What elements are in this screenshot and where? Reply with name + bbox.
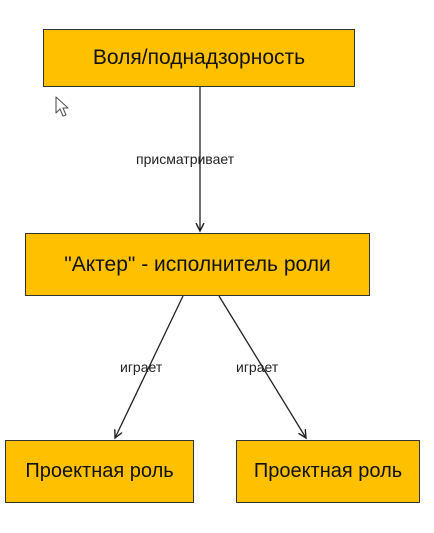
edge-label-prismatrivaet: присматривает	[136, 151, 235, 167]
node-proektnaya-rol-left[interactable]: Проектная роль	[5, 440, 194, 503]
mouse-cursor-icon	[55, 96, 69, 117]
node-proektnaya-rol-right[interactable]: Проектная роль	[236, 440, 420, 503]
edge-label-igraet-right: играет	[236, 359, 279, 375]
edge-label-igraet-left: играет	[120, 359, 163, 375]
node-volya-podnadzornost[interactable]: Воля/поднадзорность	[43, 29, 355, 87]
edge-middle-to-left	[115, 295, 184, 438]
node-label: Проектная роль	[253, 460, 403, 482]
node-label: Воля/поднадзорность	[92, 46, 306, 69]
node-akter-ispolnitel-roli[interactable]: "Актер" - исполнитель роли	[25, 233, 370, 296]
node-label: "Актер" - исполнитель роли	[64, 252, 331, 276]
edge-middle-to-right	[218, 295, 306, 438]
node-label: Проектная роль	[25, 460, 174, 482]
